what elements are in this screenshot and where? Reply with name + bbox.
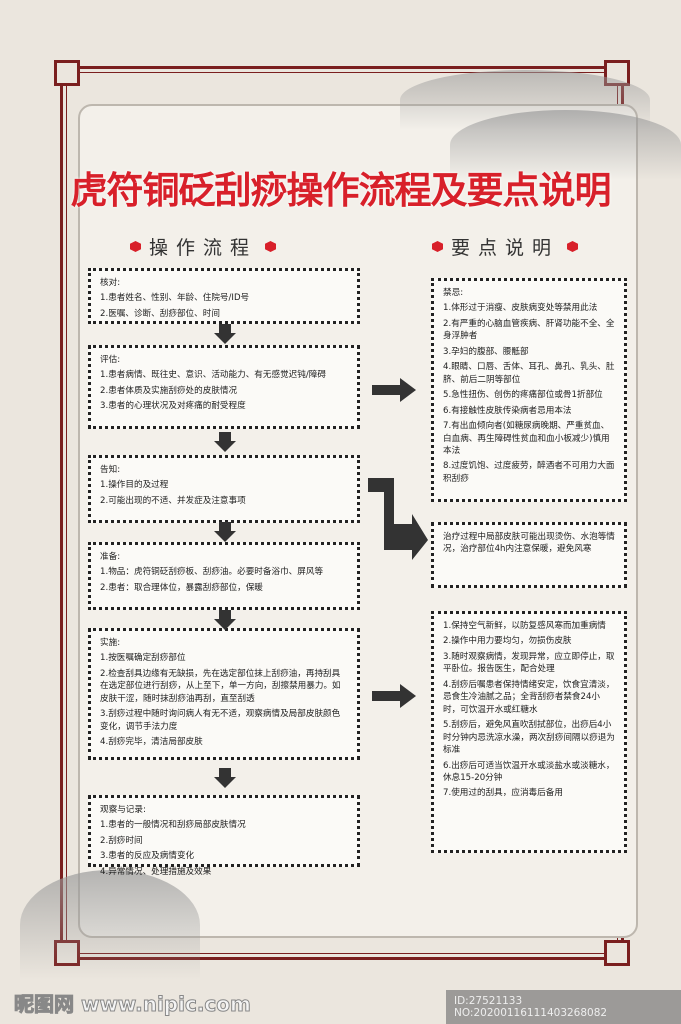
box-item: 6.有接触性皮肤传染病者忌用本法 [443, 405, 572, 416]
box-item: 1.按医嘱确定刮痧部位 [100, 653, 186, 664]
flow-step-box: 评估: 1.患者病情、既往史、意识、活动能力、有无感觉迟钝/障碍 2.患者体质及实施… [88, 345, 360, 429]
down-arrow-icon [214, 768, 236, 788]
box-item: 3.随时观察病情，发现异常，应立即停止，取平卧位。报告医生，配合处理 [443, 651, 615, 675]
box-item: 2.可能出现的不适、并发症及注意事项 [100, 495, 246, 506]
box-item: 1.物品：虎符铜砭刮痧板、刮痧油。必要时备浴巾、屏风等 [100, 567, 324, 578]
box-item: 4.眼睛、口唇、舌体、耳孔、鼻孔、乳头、肚脐、前后二阴等部位 [443, 362, 615, 385]
box-item: 1.患者姓名、性别、年龄、住院号/ID号 [100, 293, 250, 304]
bent-arrow-icon [368, 478, 428, 560]
ink-mountain [450, 110, 681, 180]
note-box: 禁忌: 1.体形过于消瘦、皮肤病变处等禁用此法 2.有严重的心脑血管疾病、肝肾功能不… [431, 278, 627, 502]
box-item: 3.患者的心理状况及对疼痛的耐受程度 [100, 401, 246, 412]
box-item: 4.异常情况、处理措施及效果 [100, 866, 212, 877]
box-item: 3.孕妇的腹部、腰骶部 [443, 346, 529, 357]
box-title: 禁忌: [443, 288, 464, 298]
flow-step-box: 观察与记录: 1.患者的一般情况和刮痧局部皮肤情况 2.刮痧时间 3.患者的反应及病情… [88, 795, 360, 877]
hexagon-icon [130, 241, 141, 252]
box-item: 2.患者体质及实施刮痧处的皮肤情况 [100, 385, 238, 396]
down-arrow-icon [214, 324, 236, 344]
box-item: 2.有严重的心脑血管疾病、肝肾功能不全、全身浮肿者 [443, 318, 615, 342]
right-arrow-icon [372, 684, 416, 708]
box-item: 2.检查刮具边缘有无缺损，先在选定部位抹上刮痧油，再持刮具在选定部位进行刮痧，从… [100, 668, 341, 704]
box-item: 8.过度饥饱、过度疲劳，醉酒者不可用力大面积刮痧 [443, 461, 615, 484]
watermark-logo: 昵图网 www.nipic.com [14, 992, 252, 1017]
box-item: 1.保持空气新鲜，以防复感风寒而加重病情 [443, 621, 606, 631]
box-title: 告知: [100, 465, 121, 475]
hexagon-icon [432, 241, 443, 252]
down-arrow-icon [214, 610, 236, 630]
note-box: 1.保持空气新鲜，以防复感风寒而加重病情 2.操作中用力要均匀，勿损伤皮肤 3.随时… [431, 611, 627, 853]
box-item: 1.体形过于消瘦、皮肤病变处等禁用此法 [443, 303, 598, 314]
box-item: 1.操作目的及过程 [100, 480, 169, 491]
flow-step-box: 告知: 1.操作目的及过程 2.可能出现的不适、并发症及注意事项 [88, 455, 360, 523]
down-arrow-icon [214, 522, 236, 542]
flow-step-box: 核对: 1.患者姓名、性别、年龄、住院号/ID号 2.医嘱、诊断、刮痧部位、时间 [88, 268, 360, 324]
ink-mountain [20, 870, 200, 980]
hexagon-icon [265, 241, 277, 252]
box-item: 3.刮痧过程中随时询问病人有无不适，观察病情及局部皮肤颜色变化，调节手法力度 [100, 709, 341, 732]
box-item: 2.医嘱、诊断、刮痧部位、时间 [100, 308, 220, 319]
box-title: 观察与记录: [100, 805, 146, 815]
box-item: 2.刮痧时间 [100, 835, 143, 846]
box-item: 1.患者病情、既往史、意识、活动能力、有无感觉迟钝/障碍 [100, 370, 326, 381]
right-arrow-icon [372, 378, 416, 402]
box-item: 2.操作中用力要均匀，勿损伤皮肤 [443, 636, 572, 647]
box-title: 评估: [100, 355, 121, 365]
down-arrow-icon [214, 432, 236, 452]
box-item: 5.急性扭伤、创伤的疼痛部位或骨1折部位 [443, 390, 603, 401]
box-item: 1.患者的一般情况和刮痧局部皮肤情况 [100, 820, 246, 831]
flow-step-box: 实施: 1.按医嘱确定刮痧部位 2.检查刮具边缘有无缺损，先在选定部位抹上刮痧油，再… [88, 628, 360, 760]
box-item: 治疗过程中局部皮肤可能出现烫伤、水泡等情况，治疗部位4h内注意保暖，避免风寒 [443, 532, 615, 555]
box-item: 3.患者的反应及病情变化 [100, 851, 195, 862]
box-item: 2.患者：取合理体位，暴露刮痧部位，保暖 [100, 582, 263, 593]
box-title: 准备: [100, 552, 121, 562]
box-title: 实施: [100, 638, 121, 648]
box-title: 核对: [100, 278, 121, 288]
note-box: 治疗过程中局部皮肤可能出现烫伤、水泡等情况，治疗部位4h内注意保暖，避免风寒 [431, 522, 627, 588]
frame-corner [604, 940, 630, 966]
box-item: 5.刮痧后，避免风直吹刮拭部位，出痧后4小时分钟内忌洗凉水澡，两次刮痧间隔以痧退… [443, 720, 615, 756]
left-section-header: 操作流程 [130, 233, 277, 260]
box-item: 7.使用过的刮具，应消毒后备用 [443, 788, 563, 799]
box-item: 6.出痧后可适当饮温开水或淡盐水或淡糖水，休息15-20分钟 [443, 760, 615, 783]
hexagon-icon [567, 241, 579, 252]
flow-step-box: 准备: 1.物品：虎符铜砭刮痧板、刮痧油。必要时备浴巾、屏风等 2.患者：取合理体位… [88, 542, 360, 610]
right-section-header: 要点说明 [432, 233, 579, 260]
box-item: 7.有出血倾向者(如糖尿病晚期、严重贫血、白血病、再生障碍性贫血和血小板减少)慎… [443, 421, 610, 456]
box-item: 4.刮痧后嘱患者保持情绪安定，饮食宜清淡，忌食生冷油腻之品；全背刮痧者禁食24小… [443, 679, 615, 715]
box-item: 4.刮痧完毕，清洁局部皮肤 [100, 737, 203, 748]
page-title: 虎符铜砭刮痧操作流程及要点说明 [70, 168, 612, 212]
image-id-badge: ID:27521133 NO:20200116111403268082 [446, 990, 681, 1024]
frame-corner [54, 60, 80, 86]
